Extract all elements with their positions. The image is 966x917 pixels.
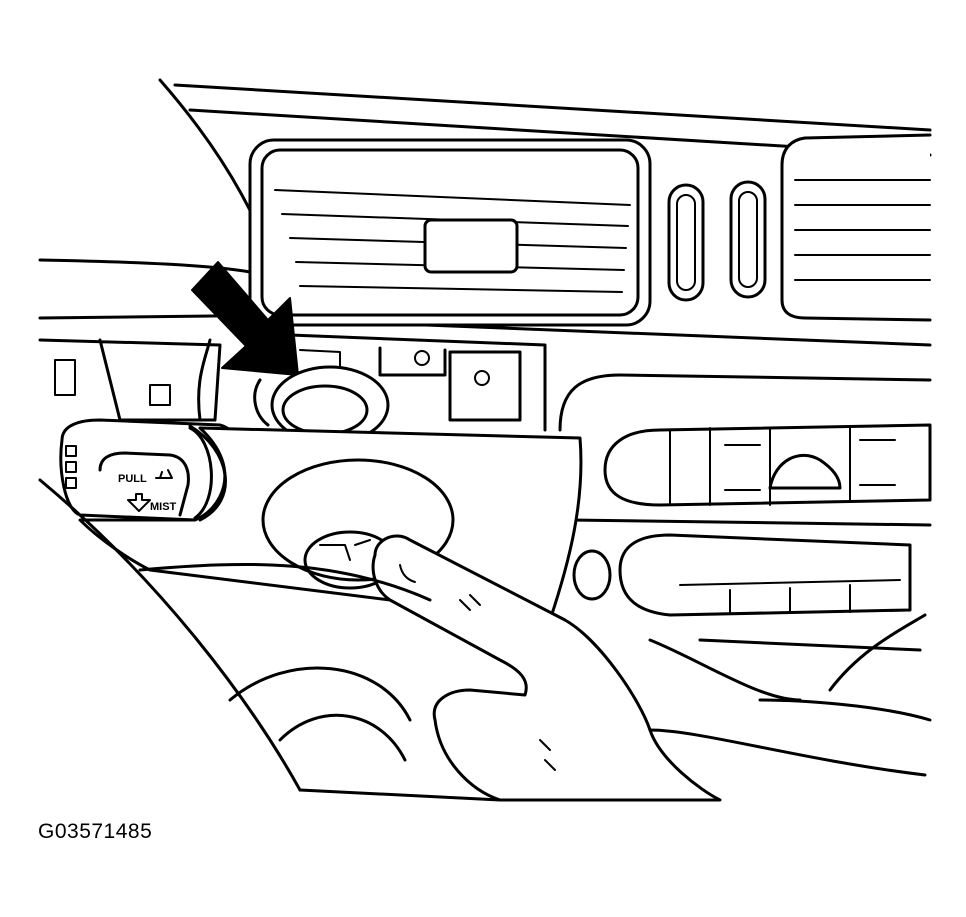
- switch-opening-bracket: [38, 333, 547, 432]
- wiper-mist-label: MIST: [150, 501, 177, 513]
- down-arrow-icon: [127, 493, 151, 512]
- headlamp-switch-knob: [253, 365, 390, 445]
- technician-hand: [371, 534, 722, 802]
- vent-thumbwheels: [667, 180, 767, 302]
- pointer-arrow: [191, 261, 299, 376]
- washer-icon: [155, 469, 173, 479]
- steering-column: [38, 478, 927, 802]
- center-air-vent: [248, 138, 652, 327]
- right-air-vent: [780, 133, 932, 322]
- wiper-pull-label: PULL: [118, 473, 147, 485]
- figure-id: G03571485: [38, 820, 153, 843]
- center-console-panel: [558, 373, 932, 722]
